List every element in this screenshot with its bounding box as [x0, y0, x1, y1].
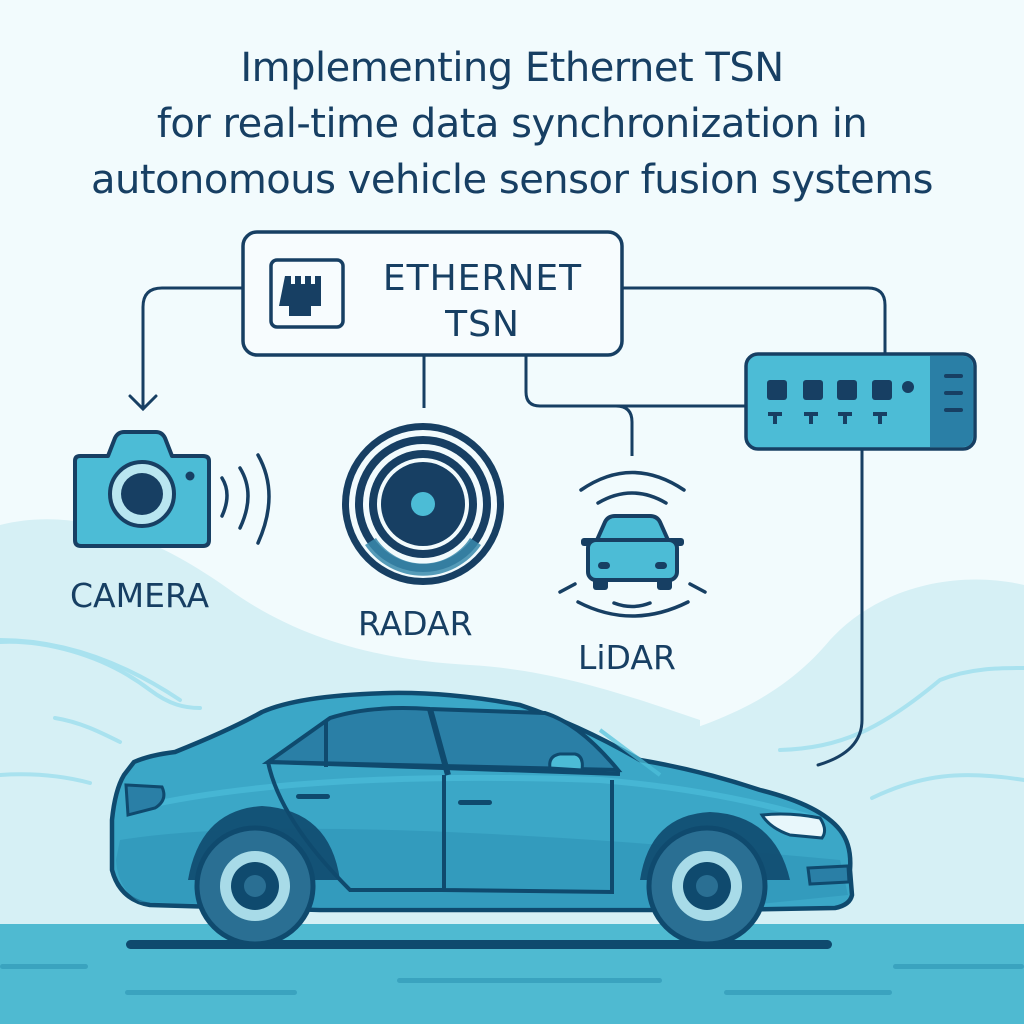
camera-icon — [73, 430, 271, 548]
road — [0, 924, 1024, 1024]
network-connectors — [128, 286, 887, 767]
title-line-1: Implementing Ethernet TSN — [240, 45, 784, 91]
hub-label: ETHERNET TSN — [360, 256, 605, 348]
front-wheel — [646, 825, 768, 947]
lidar-car-icon — [558, 470, 707, 618]
camera-label: CAMERA — [70, 576, 210, 615]
radar-icon — [342, 423, 504, 585]
rear-wheel — [194, 825, 316, 947]
page-title: Implementing Ethernet TSN for real-time … — [0, 40, 1024, 208]
hub-label-line-1: ETHERNET — [382, 258, 583, 299]
ethernet-port-icon — [269, 258, 345, 329]
radar-label: RADAR — [358, 604, 473, 643]
title-line-3: autonomous vehicle sensor fusion systems — [90, 157, 934, 203]
lidar-label: LiDAR — [578, 638, 676, 677]
hub-label-line-2: TSN — [445, 304, 520, 345]
network-switch-icon — [744, 352, 977, 451]
title-line-2: for real-time data synchronization in — [156, 101, 868, 147]
ethernet-tsn-hub — [241, 230, 624, 357]
sedan-car-icon — [109, 690, 855, 947]
